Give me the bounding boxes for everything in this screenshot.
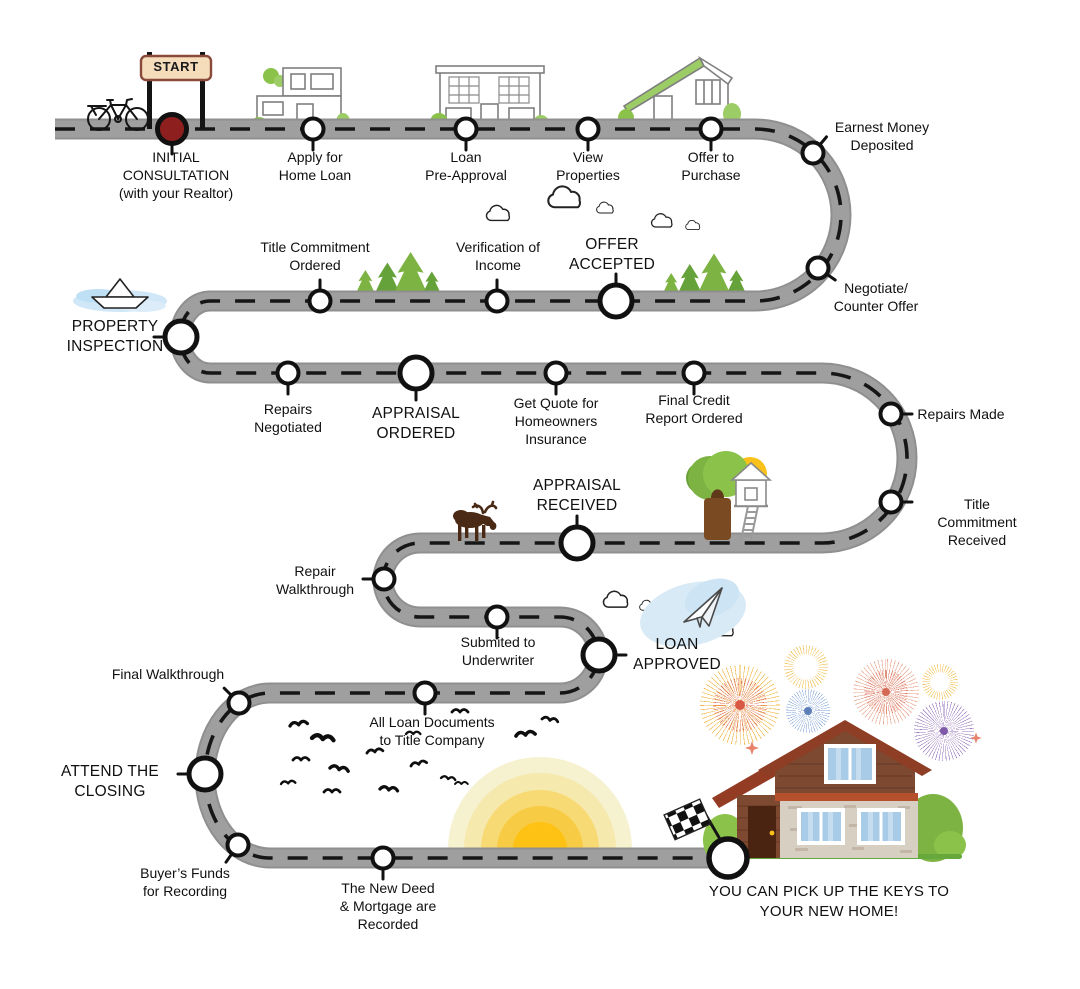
- step-label-offer-accepted: OFFER ACCEPTED: [568, 236, 656, 274]
- milestone-node-submitted-to-underwriter: [484, 604, 510, 640]
- step-label-view-properties: View Properties: [556, 149, 620, 184]
- step-label-submitted-to-underwriter: Submited to Underwriter: [460, 634, 536, 669]
- milestone-node-verification-of-income: [484, 278, 510, 314]
- step-label-apply-for-home-loan: Apply for Home Loan: [278, 149, 352, 184]
- milestone-node-get-quote-insurance: [543, 360, 569, 396]
- milestone-node-buyers-funds: [224, 832, 251, 864]
- firework-icon: [786, 689, 830, 733]
- new-home-icon: [703, 720, 966, 866]
- firework-ring-icon: [784, 645, 828, 689]
- paper-plane-icon: [640, 578, 746, 647]
- milestone-node-repair-walkthrough: [361, 566, 397, 592]
- step-label-property-inspection: PROPERTY INSPECTION: [66, 318, 164, 356]
- milestone-node-earnest-money: [800, 135, 828, 166]
- milestone-node-offer-accepted: [597, 272, 635, 320]
- step-label-loan-pre-approval: Loan Pre-Approval: [425, 149, 507, 184]
- milestone-node-negotiate-counter-offer: [805, 255, 837, 282]
- milestone-node-loan-pre-approval: [453, 116, 479, 152]
- road-center-dashes: [55, 127, 909, 860]
- milestone-node-final-walkthrough: [222, 686, 252, 716]
- step-label-earnest-money: Earnest Money Deposited: [834, 119, 930, 154]
- start-sign-label: START: [153, 59, 199, 74]
- firework-icon: [914, 701, 974, 761]
- milestone-node-new-deed-recorded: [370, 845, 396, 881]
- step-label-repairs-made: Repairs Made: [917, 406, 1005, 422]
- milestone-node-apply-for-home-loan: [300, 116, 326, 152]
- bicycle-icon: [87, 98, 149, 131]
- milestone-node-repairs-negotiated: [275, 360, 301, 396]
- firework-ring-icon: [922, 664, 958, 700]
- milestone-node-title-commitment-received: [878, 489, 914, 515]
- treehouse-icon: [686, 451, 773, 541]
- step-label-title-commitment-received: Title Commitment Received: [937, 496, 1017, 549]
- moose-icon: [453, 500, 498, 541]
- milestone-node-view-properties: [575, 116, 601, 152]
- milestone-node-final-credit-report: [681, 360, 707, 396]
- firework-icon: [853, 659, 919, 725]
- step-label-attend-the-closing: ATTEND THE CLOSING: [61, 763, 159, 801]
- milestone-node-attend-the-closing: [176, 755, 224, 793]
- step-label-buyers-funds: Buyer’s Funds for Recording: [140, 865, 230, 900]
- step-label-negotiate-counter-offer: Negotiate/ Counter Offer: [833, 280, 919, 315]
- start-sign: [139, 52, 213, 129]
- step-label-get-quote-insurance: Get Quote for Homeowners Insurance: [513, 395, 599, 448]
- step-label-pick-up-keys: YOU CAN PICK UP THE KEYS TO YOUR NEW HOM…: [708, 883, 950, 920]
- milestone-node-offer-to-purchase: [698, 116, 724, 152]
- milestone-node-initial-consultation: [155, 112, 189, 156]
- milestone-node-loan-approved: [580, 636, 628, 674]
- step-label-new-deed-recorded: The New Deed & Mortgage are Recorded: [339, 880, 437, 933]
- milestone-node-all-loan-documents: [412, 680, 438, 716]
- step-label-repairs-negotiated: Repairs Negotiated: [254, 401, 322, 436]
- milestone-nodes: [152, 112, 914, 881]
- step-label-initial-consultation: INITIAL CONSULTATION (with your Realtor): [118, 149, 234, 202]
- step-label-appraisal-received: APPRAISAL RECEIVED: [533, 477, 621, 515]
- step-label-all-loan-documents: All Loan Documents to Title Company: [369, 714, 495, 749]
- step-label-verification-of-income: Verification of Income: [455, 239, 541, 274]
- step-label-appraisal-ordered: APPRAISAL ORDERED: [372, 405, 460, 443]
- milestone-node-appraisal-received: [558, 514, 596, 562]
- firework-icon: [700, 665, 780, 745]
- milestone-node-pick-up-keys: [706, 836, 750, 880]
- paper-boat-icon: [73, 278, 167, 312]
- milestone-node-property-inspection: [152, 318, 200, 356]
- milestone-node-title-commitment-ordered: [307, 278, 333, 314]
- step-label-loan-approved: LOAN APPROVED: [633, 636, 721, 674]
- step-label-repair-walkthrough: Repair Walkthrough: [275, 563, 355, 598]
- step-label-offer-to-purchase: Offer to Purchase: [681, 149, 741, 184]
- step-label-title-commitment-ordered: Title Commitment Ordered: [260, 239, 370, 274]
- step-label-final-walkthrough: Final Walkthrough: [111, 666, 225, 682]
- sunrise-icon: [448, 757, 632, 849]
- sparkle-star-icon: [745, 732, 982, 755]
- milestone-node-appraisal-ordered: [397, 354, 435, 402]
- milestone-node-repairs-made: [878, 401, 914, 427]
- step-label-final-credit-report: Final Credit Report Ordered: [645, 392, 743, 427]
- pine-trees-icon: [357, 252, 745, 291]
